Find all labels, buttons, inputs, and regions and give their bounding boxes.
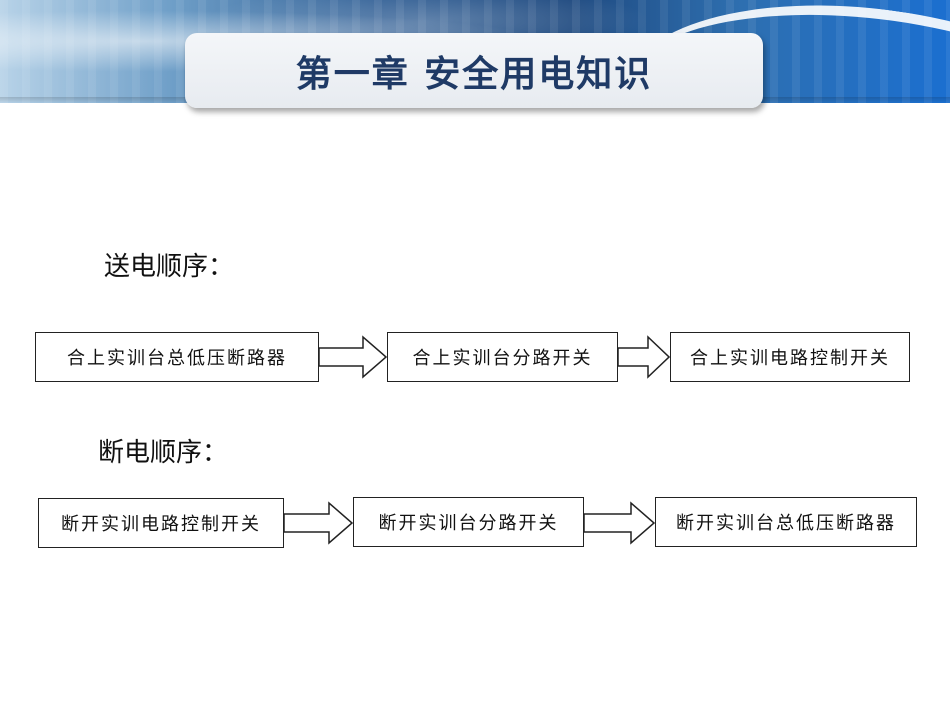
power-off-step-1: 断开实训电路控制开关 — [38, 498, 284, 548]
title-panel: 第一章 安全用电知识 — [185, 33, 763, 108]
power-off-label: 断电顺序： — [98, 438, 229, 468]
power-on-step-3: 合上实训电路控制开关 — [670, 332, 910, 382]
power-off-step-3: 断开实训台总低压断路器 — [655, 497, 917, 547]
power-on-arrow-1-icon — [319, 335, 387, 379]
power-on-step-1: 合上实训台总低压断路器 — [35, 332, 319, 382]
power-off-arrow-2-icon — [584, 501, 655, 545]
power-off-arrow-1-icon — [284, 501, 353, 545]
power-off-step-2: 断开实训台分路开关 — [353, 497, 584, 547]
power-on-step-2: 合上实训台分路开关 — [387, 332, 618, 382]
power-on-label: 送电顺序： — [104, 252, 235, 282]
power-on-arrow-2-icon — [618, 335, 670, 379]
slide-title: 第一章 安全用电知识 — [295, 53, 653, 95]
